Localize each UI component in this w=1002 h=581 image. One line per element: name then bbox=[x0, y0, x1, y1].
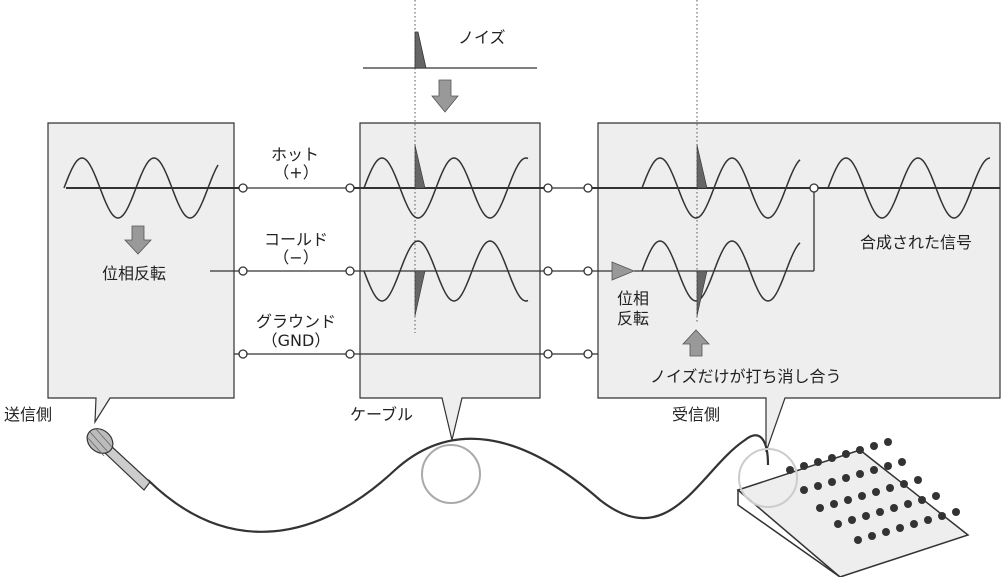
cable-cold-wave bbox=[363, 240, 529, 302]
mixer-knob bbox=[932, 492, 940, 500]
mixer-knob bbox=[870, 466, 878, 474]
cable bbox=[147, 434, 770, 533]
mixer-knob bbox=[886, 484, 894, 492]
mixer-knob bbox=[848, 516, 856, 524]
cable-label: ケーブル bbox=[350, 405, 414, 424]
receiver-panel bbox=[597, 122, 1001, 453]
cable-panel bbox=[359, 122, 541, 441]
microphone-icon bbox=[86, 427, 151, 491]
mixer-knob bbox=[800, 486, 808, 494]
cancel-up-arrow bbox=[682, 329, 710, 357]
mixer-knob bbox=[828, 478, 836, 486]
mixer-knob bbox=[828, 454, 836, 462]
mixer-knob bbox=[896, 524, 904, 532]
mixer-knob bbox=[856, 446, 864, 454]
sender-invert-label: 位相反転 bbox=[102, 264, 167, 283]
mixer-knob bbox=[814, 482, 822, 490]
mixer-knob bbox=[900, 480, 908, 488]
mixer-knob bbox=[830, 500, 838, 508]
mixer-knob bbox=[868, 532, 876, 540]
receiver-invert-label-1: 位相 bbox=[617, 289, 650, 308]
mixer-knob bbox=[842, 450, 850, 458]
mixer-knob bbox=[938, 512, 946, 520]
mixer-knob bbox=[816, 504, 824, 512]
mixer-knob bbox=[884, 438, 892, 446]
mixer-knob bbox=[952, 508, 960, 516]
mixer-knob bbox=[844, 496, 852, 504]
noise-pulse bbox=[414, 31, 427, 69]
cold-label: コールド bbox=[263, 230, 329, 249]
noise-down-arrow bbox=[431, 79, 459, 113]
noise-spikes bbox=[414, 144, 708, 317]
receiver-inverter-triangle bbox=[611, 261, 636, 281]
ground-sign-label: （GND） bbox=[261, 331, 331, 350]
receiver-hot-wave bbox=[641, 157, 801, 219]
mixer-knob bbox=[910, 520, 918, 528]
mixer-knob bbox=[854, 536, 862, 544]
ground-label: グラウンド bbox=[255, 312, 337, 331]
mixer-knob bbox=[904, 500, 912, 508]
sender-hot-wave bbox=[63, 157, 219, 219]
mixer-knob bbox=[800, 462, 808, 470]
invert-down-arrow bbox=[124, 225, 152, 255]
mixer-knob bbox=[898, 458, 906, 466]
receiver-cold-inverted-wave bbox=[641, 240, 801, 302]
mixer-knob bbox=[862, 512, 870, 520]
mixer-knob bbox=[890, 504, 898, 512]
connector-nodes bbox=[238, 183, 819, 359]
cable-magnifier-circle bbox=[421, 444, 481, 504]
mixer-knob bbox=[858, 492, 866, 500]
receiver-label: 受信側 bbox=[672, 405, 721, 424]
mixer-knob bbox=[870, 442, 878, 450]
mixer-knob bbox=[786, 466, 794, 474]
mixer-knob bbox=[884, 462, 892, 470]
hot-sign-label: （+） bbox=[273, 163, 319, 182]
cold-sign-label: （−） bbox=[273, 248, 319, 267]
mixer-magnifier-circle bbox=[738, 448, 798, 508]
mixer-knob bbox=[876, 508, 884, 516]
hot-label: ホット bbox=[270, 145, 320, 164]
sender-label: 送信側 bbox=[4, 405, 53, 424]
combined-output-wave bbox=[827, 157, 991, 219]
mixer-knob bbox=[872, 488, 880, 496]
cable-hot-wave bbox=[363, 157, 529, 219]
mixer-knob bbox=[834, 520, 842, 528]
mixer-knob bbox=[814, 458, 822, 466]
mixer-knob bbox=[856, 470, 864, 478]
combined-signal-label: 合成された信号 bbox=[860, 233, 973, 252]
signal-lines bbox=[66, 187, 1000, 355]
noise-label: ノイズ bbox=[458, 28, 506, 47]
mixer-icon bbox=[736, 438, 970, 578]
noise-cancel-label: ノイズだけが打ち消し合う bbox=[650, 367, 842, 386]
mixer-knob bbox=[842, 474, 850, 482]
mixer-knob bbox=[882, 528, 890, 536]
receiver-invert-label-2: 反転 bbox=[617, 309, 650, 328]
mixer-knob bbox=[918, 496, 926, 504]
waveforms bbox=[63, 157, 991, 302]
mixer-knob bbox=[914, 476, 922, 484]
sender-panel bbox=[47, 122, 235, 425]
mixer-knob bbox=[924, 516, 932, 524]
